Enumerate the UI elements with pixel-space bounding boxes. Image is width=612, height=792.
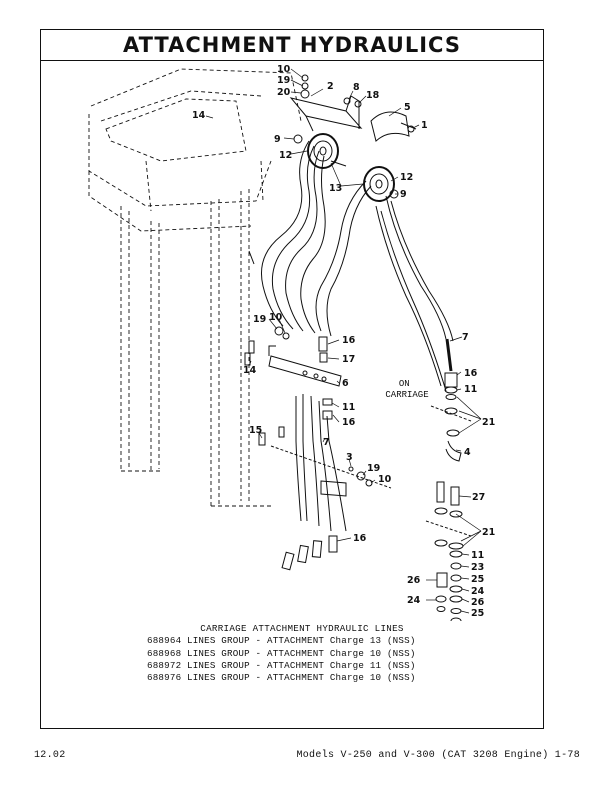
callout-label: 19: [277, 75, 290, 86]
caption-title: CARRIAGE ATTACHMENT HYDRAULIC LINES: [200, 623, 404, 634]
caption-row: 688972 LINES GROUP - ATTACHMENT Charge 1…: [147, 659, 416, 671]
left-sheave: [293, 133, 347, 169]
callout-label: 3: [346, 452, 353, 463]
caption-block: CARRIAGE ATTACHMENT HYDRAULIC LINES 6889…: [41, 623, 543, 684]
left-fittings: [244, 326, 392, 571]
callout-label: 21: [482, 417, 495, 428]
callout-label: 11: [342, 402, 355, 413]
leader-lines: [205, 68, 482, 621]
callout-labels: 10 19 20 2 8 18 5 1 14 9 12 13 12 9 19 1…: [192, 64, 495, 621]
callout-label: 22: [471, 620, 484, 621]
callout-label: 21: [482, 527, 495, 538]
callout-label: 5: [404, 102, 411, 113]
callout-label: 20: [277, 87, 291, 98]
callout-label: 9: [274, 134, 281, 145]
callout-label: 25: [471, 574, 484, 585]
right-sheave: [363, 166, 399, 202]
callout-label: 9: [400, 189, 407, 200]
callout-label: 10: [269, 312, 283, 323]
callout-label: 7: [462, 332, 469, 343]
callout-label: 17: [342, 354, 355, 365]
callout-label: 25: [471, 608, 484, 619]
mast-structure: [88, 68, 302, 507]
callout-label: 19: [253, 314, 266, 325]
on-carriage-line-1: ON: [399, 379, 410, 389]
callout-label: 10: [378, 474, 392, 485]
hydraulic-hoses: [248, 140, 454, 392]
callout-label: 16: [342, 417, 356, 428]
footer-model-page: Models V-250 and V-300 (CAT 3208 Engine)…: [296, 750, 580, 761]
callout-label: 26: [407, 575, 421, 586]
on-carriage-line-2: CARRIAGE: [385, 390, 428, 400]
callout-label: 14: [192, 110, 206, 121]
callout-label: 13: [329, 183, 342, 194]
page-frame: ATTACHMENT HYDRAULICS: [40, 29, 544, 729]
callout-label: 23: [471, 562, 484, 573]
upper-bracket: [289, 74, 417, 142]
footer-section-number: 12.02: [34, 750, 66, 761]
callout-label: 26: [471, 597, 485, 608]
callout-label: 16: [353, 533, 367, 544]
caption-row: 688964 LINES GROUP - ATTACHMENT Charge 1…: [147, 635, 416, 647]
callout-label: 4: [464, 447, 471, 458]
callout-label: 16: [342, 335, 356, 346]
callout-label: 12: [400, 172, 413, 183]
callout-label: 1: [421, 120, 428, 131]
callout-label: 24: [407, 595, 421, 606]
hydraulics-diagram: 10 19 20 2 8 18 5 1 14 9 12 13 12 9 19 1…: [88, 64, 495, 621]
callout-label: 2: [327, 81, 334, 92]
callout-label: 16: [464, 368, 478, 379]
caption-row: 688976 LINES GROUP - ATTACHMENT Charge 1…: [147, 672, 416, 684]
on-carriage-label: ON CARRIAGE: [385, 379, 428, 400]
callout-label: 14: [243, 365, 257, 376]
callout-label: 11: [464, 384, 477, 395]
callout-label: 24: [471, 586, 485, 597]
callout-label: 8: [353, 82, 360, 93]
callout-label: 27: [472, 492, 485, 503]
callout-label: 6: [342, 378, 349, 389]
page-title: ATTACHMENT HYDRAULICS: [123, 33, 461, 57]
callout-label: 12: [279, 150, 292, 161]
callout-label: 19: [367, 463, 380, 474]
callout-label: 15: [249, 425, 262, 436]
callout-label: 18: [366, 90, 380, 101]
title-bar: ATTACHMENT HYDRAULICS: [41, 30, 543, 61]
callout-label: 10: [277, 64, 291, 75]
callout-label: 7: [323, 437, 330, 448]
callout-label: 11: [471, 550, 484, 561]
caption-row: 688968 LINES GROUP - ATTACHMENT Charge 1…: [147, 647, 416, 659]
